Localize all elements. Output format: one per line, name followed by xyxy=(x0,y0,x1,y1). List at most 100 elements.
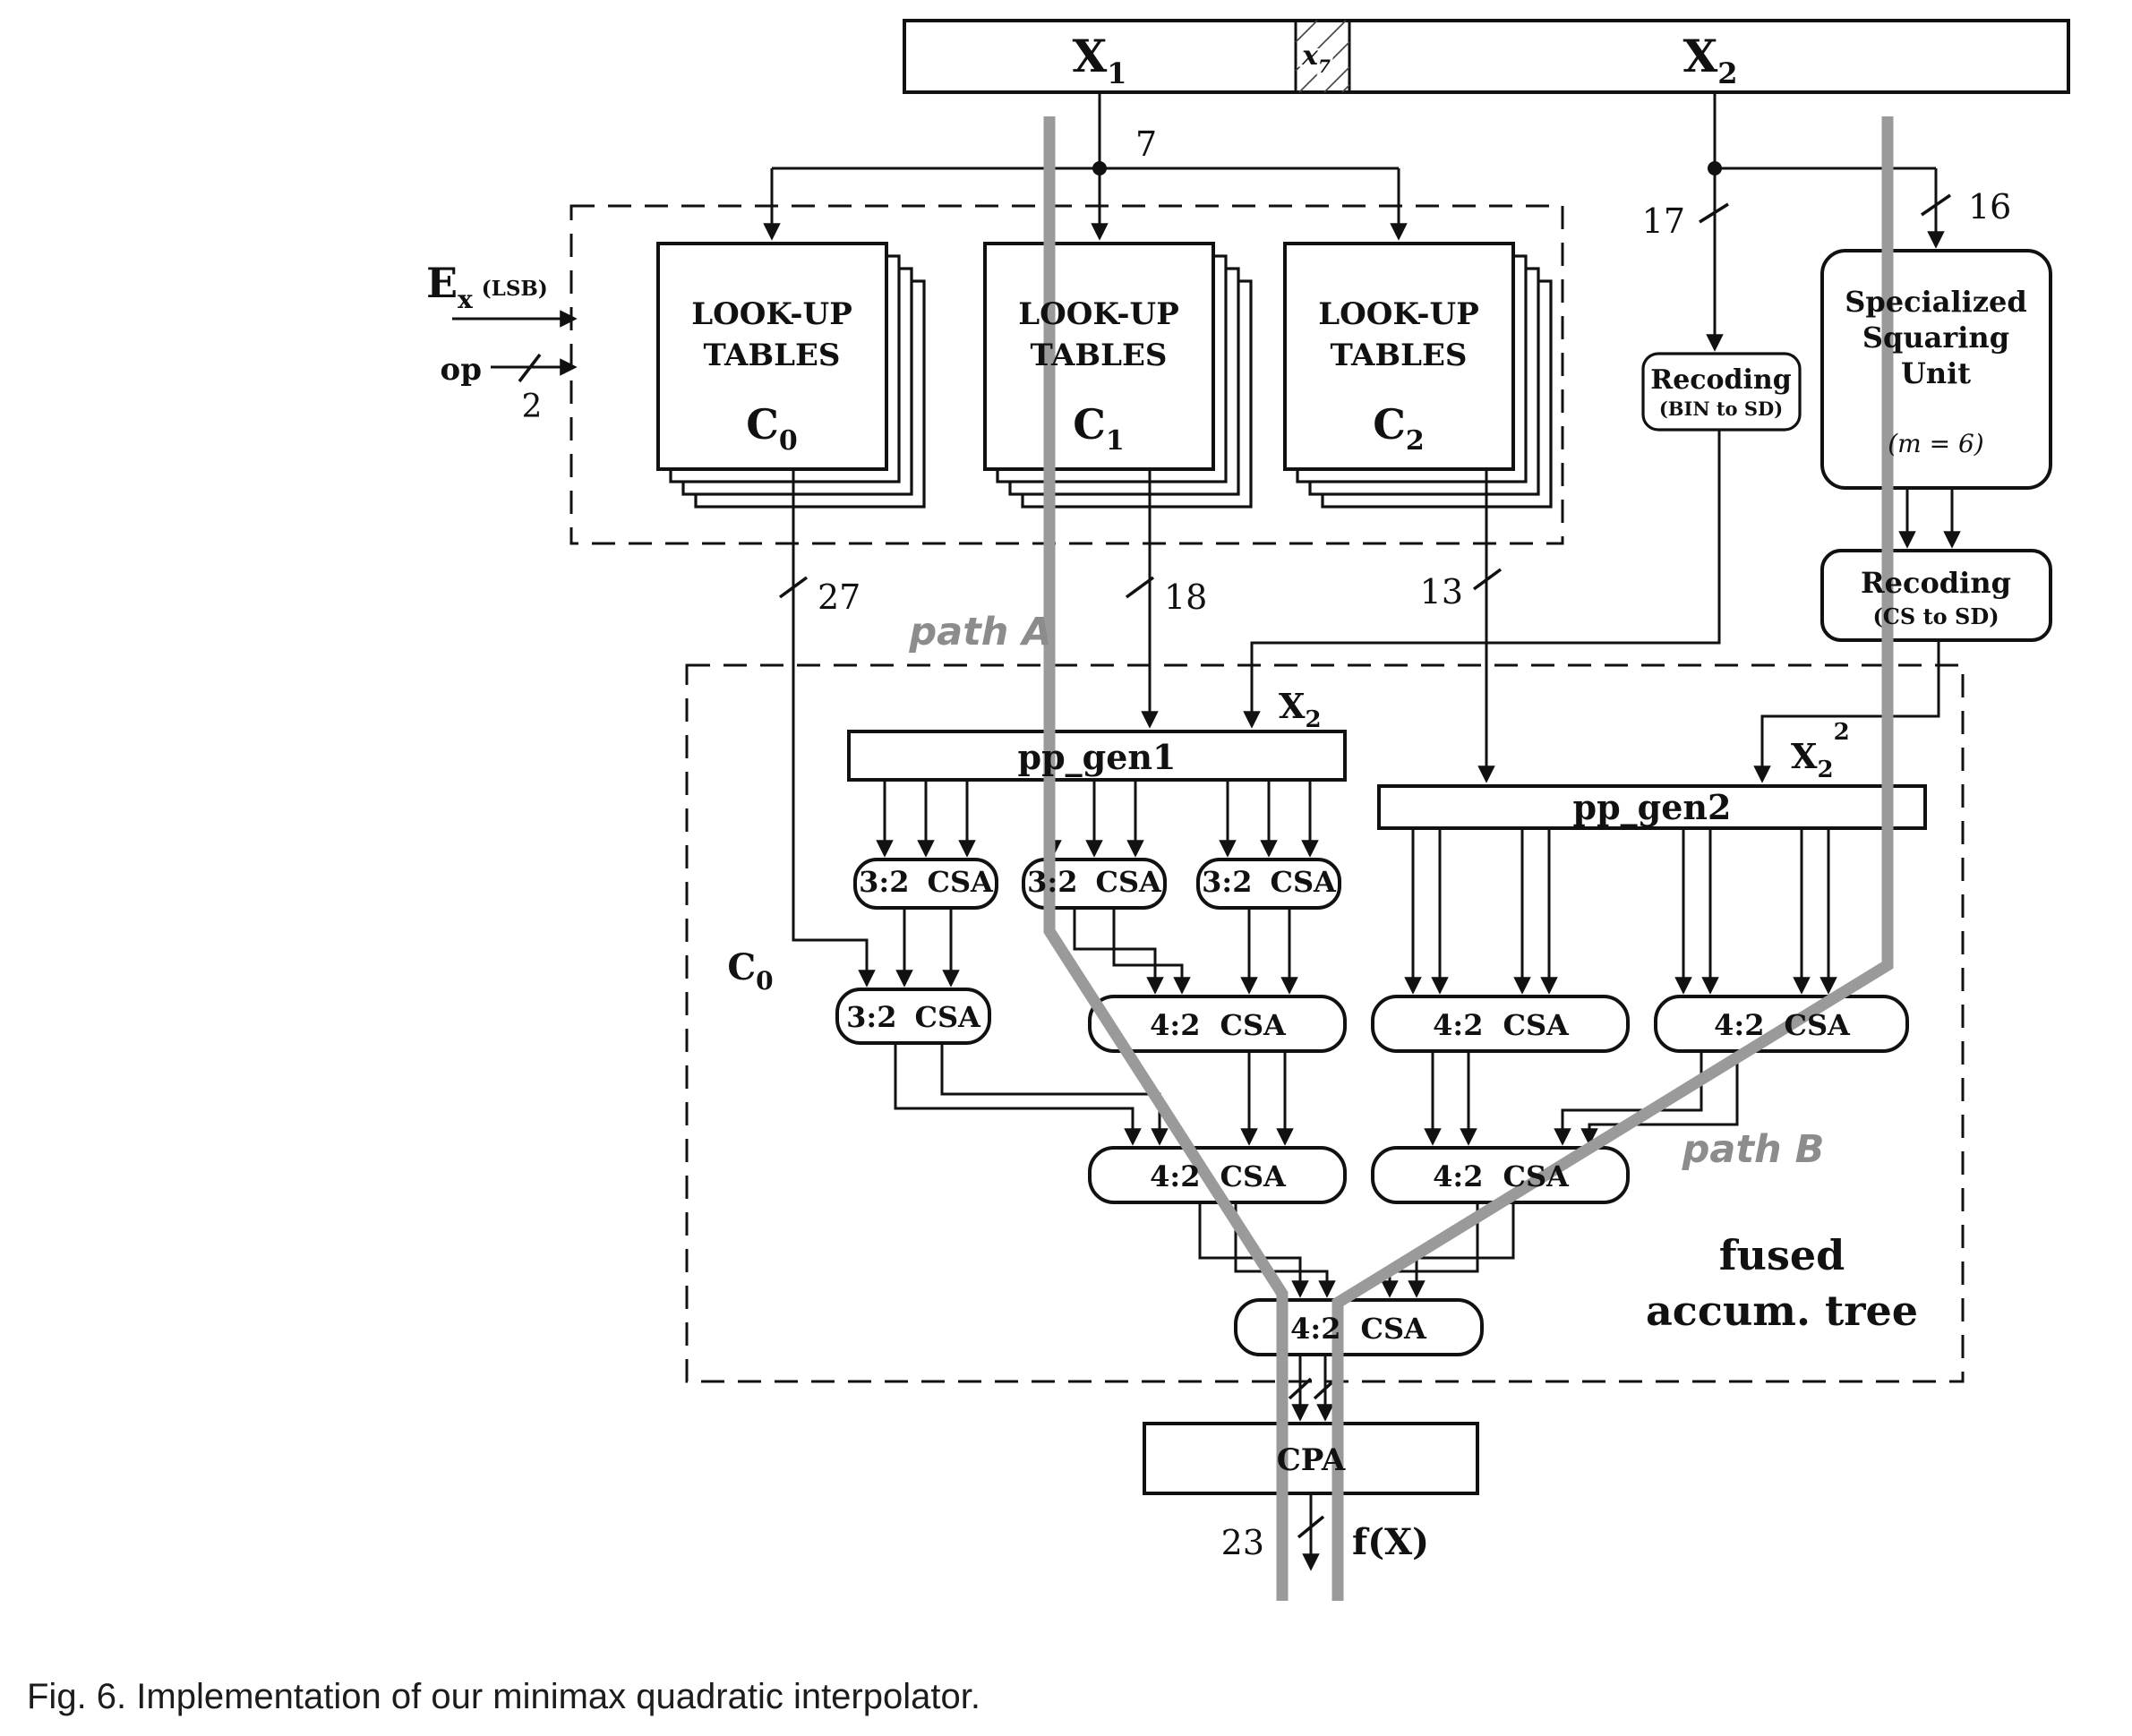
tree-label-line1: fused xyxy=(1719,1231,1845,1279)
critical-path-b-line xyxy=(1331,116,1894,1601)
csa32-row1-b-box xyxy=(1022,858,1167,910)
bus-width-17: 17 xyxy=(1642,201,1685,241)
operand-register-bar xyxy=(903,19,2070,94)
lut-c1-symbol: C1 xyxy=(1073,400,1125,457)
csa42-mid-box xyxy=(1088,995,1347,1053)
slash-13 xyxy=(1472,568,1503,591)
csa42-level3-right-box xyxy=(1371,1146,1630,1204)
bus-width-23: 23 xyxy=(1221,1523,1264,1562)
csa32-row1-a-box xyxy=(853,858,998,910)
top-wires xyxy=(763,92,1945,352)
left-input-wires xyxy=(452,310,578,383)
wire-csaR2-out2 xyxy=(1580,1051,1739,1146)
wire-l3right-out2 xyxy=(1408,1202,1515,1298)
critical-path-a-line xyxy=(1043,116,1289,1601)
recoding-bin-range: (BIN to SD) xyxy=(1659,398,1783,420)
lut-c0-symbol: C0 xyxy=(746,400,798,457)
recoding-cs-title: Recoding xyxy=(1861,566,2011,600)
lut-c1-box xyxy=(983,242,1215,471)
slash-op-width xyxy=(518,353,542,383)
lut-c0-labels: LOOK-UP TABLES C0 xyxy=(691,296,852,457)
path-a-label: path A xyxy=(908,610,1051,654)
cpa-box xyxy=(1143,1422,1479,1495)
wire-l3right-out1 xyxy=(1381,1202,1479,1298)
recoding-bin-sd-box xyxy=(1641,352,1802,432)
lut-c1-line2: TABLES xyxy=(1031,338,1168,373)
wire-c0-out xyxy=(792,469,876,988)
lut-c1-labels: LOOK-UP TABLES C1 xyxy=(1018,296,1179,457)
label-x2: X2 xyxy=(1682,30,1737,90)
label-op: op xyxy=(441,352,482,388)
lut-c2-box xyxy=(1283,242,1515,471)
lut-c1-stack xyxy=(983,242,1253,509)
signal-fx: f(X) xyxy=(1352,1521,1429,1563)
label-x1: X1 xyxy=(1072,30,1126,90)
fused-accum-tree-dashed-box xyxy=(685,663,1965,1383)
lut-c0-line2: TABLES xyxy=(704,338,841,373)
bus-width-7: 7 xyxy=(1135,124,1157,164)
cpa-label: CPA xyxy=(1277,1442,1346,1478)
junction-dot-x2 xyxy=(1708,161,1722,175)
lut-output-wires xyxy=(778,469,1503,988)
final-adder-wires xyxy=(1288,1355,1338,1571)
slash-18 xyxy=(1125,576,1155,599)
lut-c0-box xyxy=(656,242,888,471)
slash-final-sum xyxy=(1288,1377,1313,1400)
slash-17 xyxy=(1699,202,1729,224)
label-ex: Ex(LSB) xyxy=(426,259,548,314)
csa32-row1-c-box xyxy=(1196,858,1341,910)
squaring-line1: Specialized xyxy=(1845,285,2026,319)
bus-width-18: 18 xyxy=(1164,577,1207,617)
path-b-label: path B xyxy=(1682,1127,1825,1172)
lut-c0-stack xyxy=(656,242,926,509)
lut-c2-labels: LOOK-UP TABLES C2 xyxy=(1318,296,1479,457)
pp-gen1-box xyxy=(847,730,1347,782)
pp-gen1-label: pp_gen1 xyxy=(1018,737,1177,777)
squaring-param: (m = 6) xyxy=(1888,429,1983,458)
csa42-right1-box xyxy=(1371,995,1630,1053)
wire-l3left-out1 xyxy=(1198,1202,1309,1298)
csa32-level2-box xyxy=(835,988,991,1045)
pp-gen2-label: pp_gen2 xyxy=(1573,787,1732,827)
csa-tree-wires xyxy=(894,908,1739,1298)
operand-bar-box xyxy=(903,19,2070,94)
wire-csaB-out2 xyxy=(1112,908,1191,995)
signal-c0: C0 xyxy=(727,946,773,996)
lut-c2-line1: LOOK-UP xyxy=(1318,296,1479,332)
signal-x2: X2 xyxy=(1279,686,1322,733)
slash-16 xyxy=(1921,193,1951,217)
slash-27 xyxy=(778,576,809,599)
bus-width-16: 16 xyxy=(1968,187,2011,227)
labels: X1 x7 X2 7 17 16 27 18 13 23 Ex(LSB) op … xyxy=(27,30,2027,1716)
recoding-bin-title: Recoding xyxy=(1650,364,1791,396)
bus-width-27: 27 xyxy=(818,577,861,617)
bus-width-2: 2 xyxy=(522,389,543,425)
wire-csaL2-out1 xyxy=(894,1043,1142,1146)
lut-stage-dashed-box xyxy=(569,204,1564,545)
figure-caption: Fig. 6. Implementation of our minimax qu… xyxy=(27,1677,980,1716)
pp-gen2-box xyxy=(1377,784,1927,830)
wire-x2sq-to-ppgen2 xyxy=(1753,640,1940,783)
signal-x2-squared: X22 xyxy=(1791,719,1850,783)
lut-c1-line1: LOOK-UP xyxy=(1018,296,1179,332)
squaring-line2: Squaring xyxy=(1862,321,2009,355)
wire-csaL2-out2 xyxy=(940,1043,1169,1146)
x7-hatch-pattern xyxy=(1295,20,1350,93)
tree-label-line2: accum. tree xyxy=(1646,1287,1918,1335)
label-x7: x7 xyxy=(1301,40,1331,77)
lut-c2-line2: TABLES xyxy=(1331,338,1468,373)
recoding-cs-range: (CS to SD) xyxy=(1872,603,1999,629)
wire-l3left-out2 xyxy=(1234,1202,1336,1298)
